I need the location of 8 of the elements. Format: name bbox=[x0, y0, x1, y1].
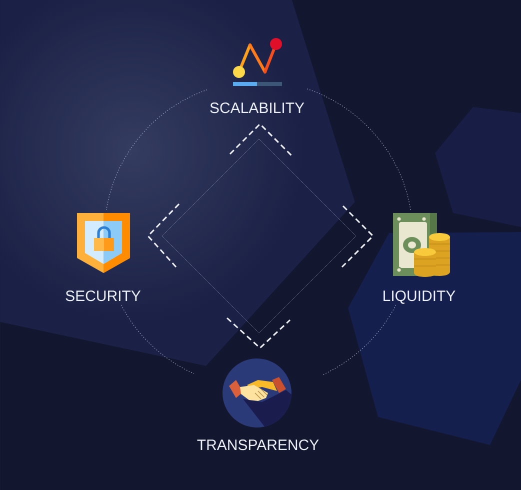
feature-label: SCALABILITY bbox=[210, 102, 304, 114]
dotted-arc bbox=[306, 88, 411, 210]
dotted-arc bbox=[322, 304, 396, 376]
feature-label: TRANSPARENCY bbox=[197, 440, 319, 450]
feature-label: LIQUIDITY bbox=[384, 290, 456, 304]
feature-label: SECURITY bbox=[66, 290, 141, 302]
dotted-arc bbox=[106, 90, 208, 210]
dotted-arc bbox=[120, 304, 194, 374]
